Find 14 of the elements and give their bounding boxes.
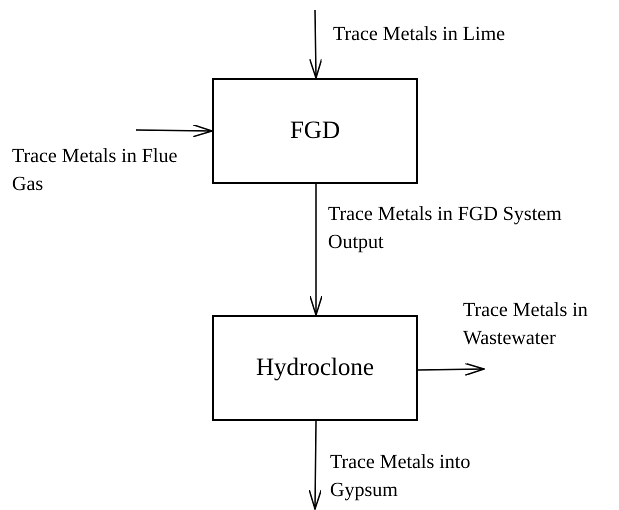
process-box xyxy=(212,78,418,184)
edge-label: Trace Metals in Wastewater xyxy=(463,298,589,351)
box-label: FGD xyxy=(290,117,340,145)
process-box xyxy=(212,315,418,421)
arrow xyxy=(308,10,322,79)
box-label: Hydroclone xyxy=(256,354,374,382)
arrow xyxy=(309,184,323,316)
arrow xyxy=(418,362,485,376)
edge-label: Trace Metals in FGD System Output xyxy=(328,202,563,255)
edge-label: Trace Metals into Gypsum xyxy=(330,450,472,503)
edge-label: Trace Metals in Flue Gas xyxy=(12,144,178,197)
edge-label: Trace Metals in Lime xyxy=(333,22,506,47)
arrow xyxy=(136,124,213,138)
arrow xyxy=(308,421,322,510)
